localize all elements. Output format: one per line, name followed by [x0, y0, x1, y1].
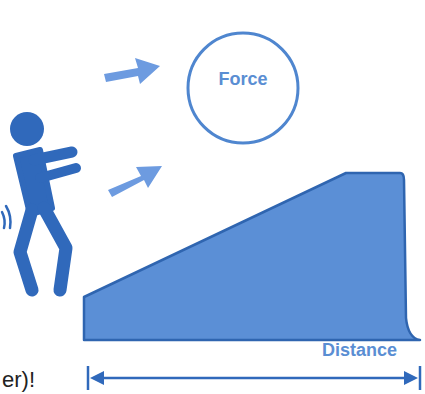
dimension-label: Distance: [322, 340, 397, 361]
distance-dimension: [88, 366, 420, 390]
ramp: [84, 173, 420, 340]
force-circle: Force: [186, 31, 300, 145]
motion-lines: [2, 206, 11, 228]
push-arrows: [104, 58, 162, 197]
cut-off-text: er)!: [2, 367, 35, 393]
person-figure: [10, 112, 76, 290]
node-text: Force: [186, 69, 300, 90]
